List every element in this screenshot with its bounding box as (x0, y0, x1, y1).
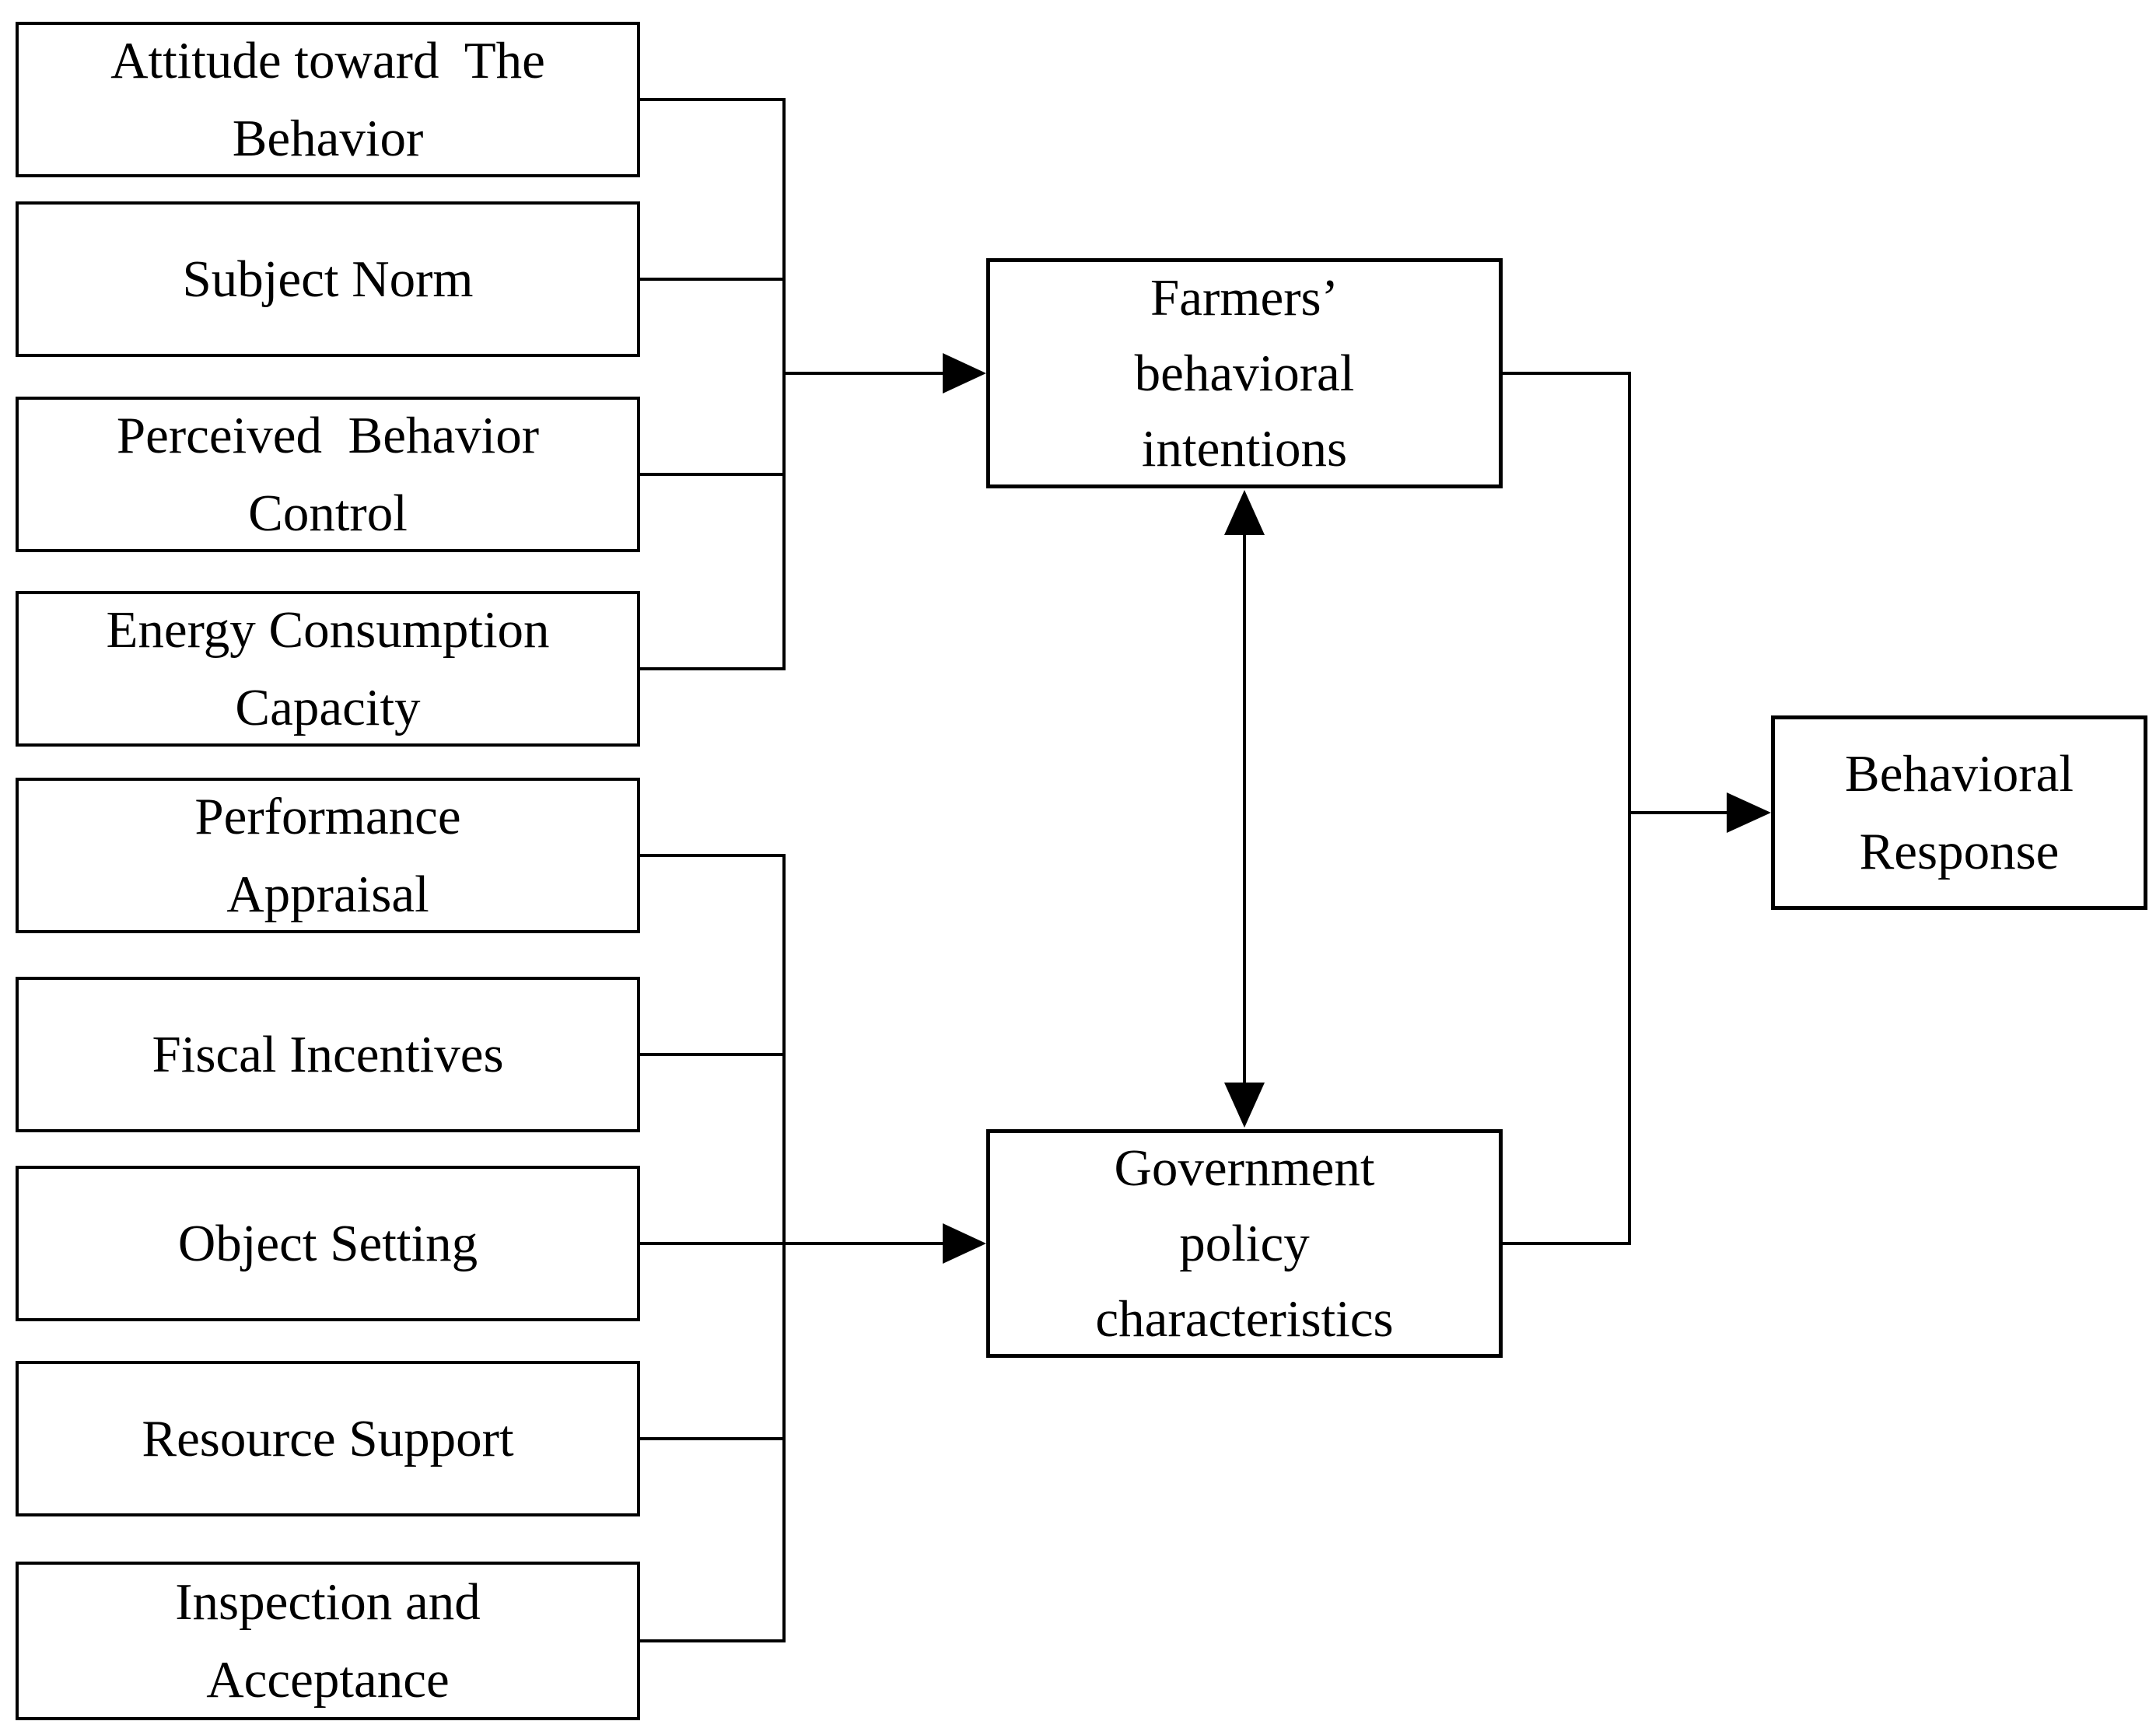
box-government-policy-characteristics-label: Government policy characteristics (1095, 1139, 1394, 1348)
box-subject-norm-label: Subject Norm (182, 250, 474, 308)
box-behavioral-response: Behavioral Response (1771, 715, 2147, 910)
government-input-arrowhead (943, 1223, 986, 1264)
box-attitude-toward-the-behavior-label: Attitude toward The Behavior (110, 32, 545, 167)
box-subject-norm: Subject Norm (16, 201, 640, 357)
box-farmers-behavioral-intentions-label: Farmers’ behavioral intentions (1134, 268, 1355, 477)
double-arrow-up-arrowhead (1224, 490, 1265, 535)
box-energy-consumption-capacity: Energy Consumption Capacity (16, 591, 640, 747)
box-fiscal-incentives: Fiscal Incentives (16, 977, 640, 1132)
box-inspection-and-acceptance: Inspection and Acceptance (16, 1562, 640, 1720)
right-route-line (1503, 372, 1631, 1245)
box-resource-support: Resource Support (16, 1361, 640, 1516)
box-perceived-behavior-control: Perceived Behavior Control (16, 397, 640, 552)
response-input-arrowhead (1727, 792, 1771, 833)
box-perceived-behavior-control-label: Perceived Behavior Control (116, 407, 540, 542)
top-group-bus-line (640, 98, 786, 670)
box-attitude-toward-the-behavior: Attitude toward The Behavior (16, 22, 640, 177)
box-behavioral-response-label: Behavioral Response (1845, 745, 2074, 880)
box-government-policy-characteristics: Government policy characteristics (986, 1129, 1503, 1358)
box-object-setting: Object Setting (16, 1166, 640, 1321)
bottom-group-bus-line (640, 854, 786, 1642)
box-energy-consumption-capacity-label: Energy Consumption Capacity (106, 601, 550, 736)
box-resource-support-label: Resource Support (142, 1410, 514, 1467)
box-inspection-and-acceptance-label: Inspection and Acceptance (175, 1573, 481, 1709)
box-object-setting-label: Object Setting (177, 1215, 478, 1272)
box-farmers-behavioral-intentions: Farmers’ behavioral intentions (986, 258, 1503, 488)
box-fiscal-incentives-label: Fiscal Incentives (152, 1026, 504, 1083)
double-arrow-down-arrowhead (1224, 1083, 1265, 1128)
box-performance-appraisal: Performance Appraisal (16, 778, 640, 933)
farmers-input-arrowhead (943, 353, 986, 394)
box-performance-appraisal-label: Performance Appraisal (194, 788, 461, 923)
